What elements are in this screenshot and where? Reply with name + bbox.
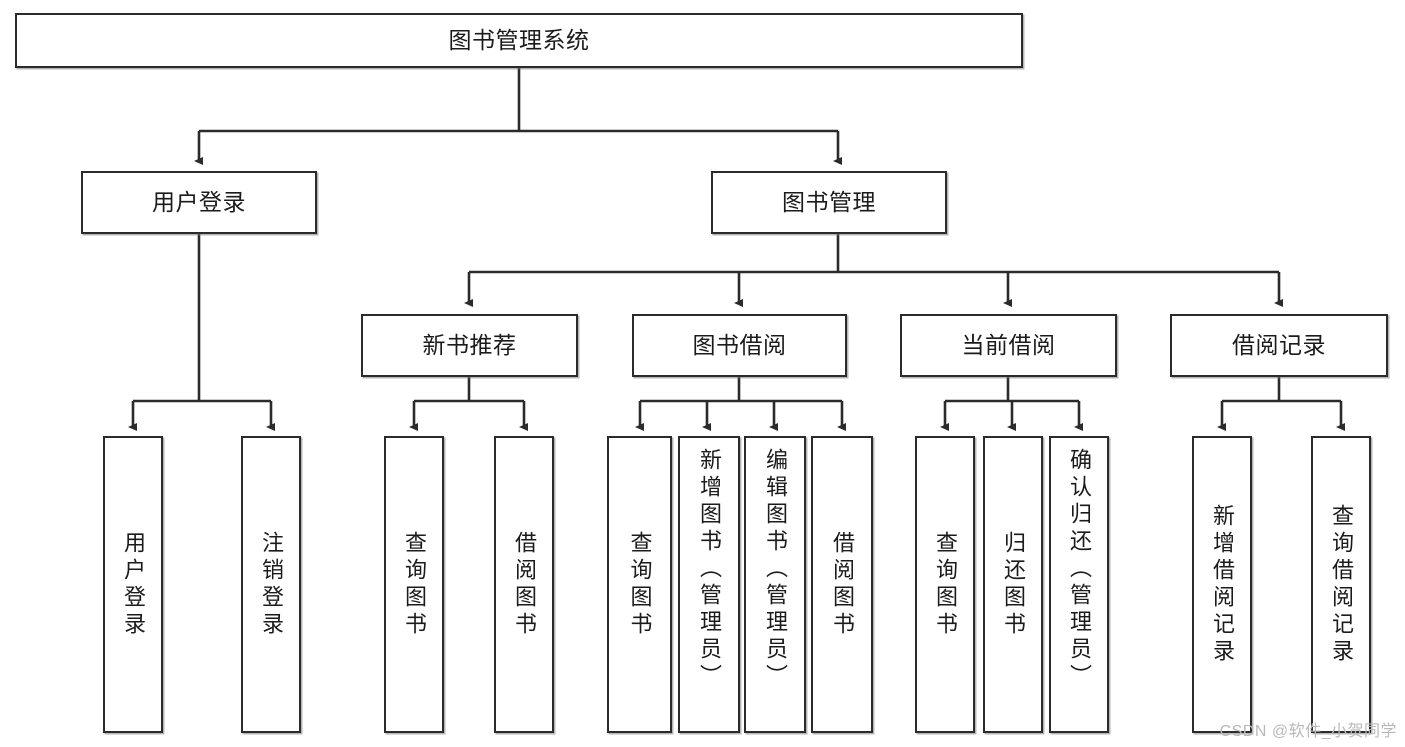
leaf-add-record[interactable]: 新增借阅记录 bbox=[1192, 436, 1252, 733]
node-borrow-records-label: 借阅记录 bbox=[1232, 331, 1326, 358]
node-current-borrow[interactable]: 当前借阅 bbox=[900, 314, 1117, 377]
node-book-management-label: 图书管理 bbox=[782, 188, 876, 215]
node-new-book-recommend-label: 新书推荐 bbox=[422, 331, 517, 358]
leaf-add-book[interactable]: 新增图书（管理员） bbox=[678, 436, 740, 733]
node-book-borrow-label: 图书借阅 bbox=[692, 331, 787, 358]
leaf-query-record-label: 查询借阅记录 bbox=[1329, 503, 1354, 666]
leaf-borrow-book-1[interactable]: 借阅图书 bbox=[494, 436, 554, 733]
leaf-query-book-3[interactable]: 查询图书 bbox=[915, 436, 975, 733]
leaf-add-record-label: 新增借阅记录 bbox=[1210, 503, 1235, 666]
leaf-query-book-2-label: 查询图书 bbox=[627, 530, 653, 639]
leaf-edit-book[interactable]: 编辑图书（管理员） bbox=[744, 436, 806, 733]
leaf-borrow-book-2[interactable]: 借阅图书 bbox=[811, 436, 873, 733]
node-new-book-recommend[interactable]: 新书推荐 bbox=[361, 314, 578, 377]
leaf-return-book[interactable]: 归还图书 bbox=[983, 436, 1043, 733]
csdn-watermark: CSDN @软件_小贺同学 bbox=[1219, 723, 1397, 740]
leaf-query-record[interactable]: 查询借阅记录 bbox=[1311, 436, 1371, 733]
leaf-confirm-return[interactable]: 确认归还（管理员） bbox=[1049, 436, 1109, 733]
leaf-return-book-label: 归还图书 bbox=[1001, 530, 1026, 639]
node-current-borrow-label: 当前借阅 bbox=[961, 331, 1056, 358]
leaf-query-book-1[interactable]: 查询图书 bbox=[384, 436, 444, 733]
leaf-edit-book-label: 编辑图书（管理员） bbox=[763, 448, 788, 691]
leaf-add-book-label: 新增图书（管理员） bbox=[697, 448, 722, 691]
leaf-user-login-label: 用户登录 bbox=[121, 530, 146, 639]
leaf-user-logout[interactable]: 注销登录 bbox=[241, 436, 301, 733]
leaf-borrow-book-1-label: 借阅图书 bbox=[512, 530, 537, 639]
leaf-borrow-book-2-label: 借阅图书 bbox=[830, 530, 855, 639]
leaf-query-book-2[interactable]: 查询图书 bbox=[607, 436, 672, 733]
node-root-label: 图书管理系统 bbox=[448, 26, 590, 53]
leaf-user-login[interactable]: 用户登录 bbox=[103, 436, 163, 733]
node-borrow-records[interactable]: 借阅记录 bbox=[1170, 314, 1388, 377]
leaf-user-logout-label: 注销登录 bbox=[259, 530, 284, 639]
node-root[interactable]: 图书管理系统 bbox=[15, 13, 1023, 68]
node-book-borrow[interactable]: 图书借阅 bbox=[632, 314, 847, 377]
leaf-confirm-return-label: 确认归还（管理员） bbox=[1067, 448, 1092, 691]
node-user-login-label: 用户登录 bbox=[152, 188, 246, 215]
leaf-query-book-1-label: 查询图书 bbox=[402, 530, 427, 639]
leaf-query-book-3-label: 查询图书 bbox=[933, 530, 958, 639]
node-book-management[interactable]: 图书管理 bbox=[711, 171, 947, 234]
node-user-login[interactable]: 用户登录 bbox=[81, 171, 317, 234]
